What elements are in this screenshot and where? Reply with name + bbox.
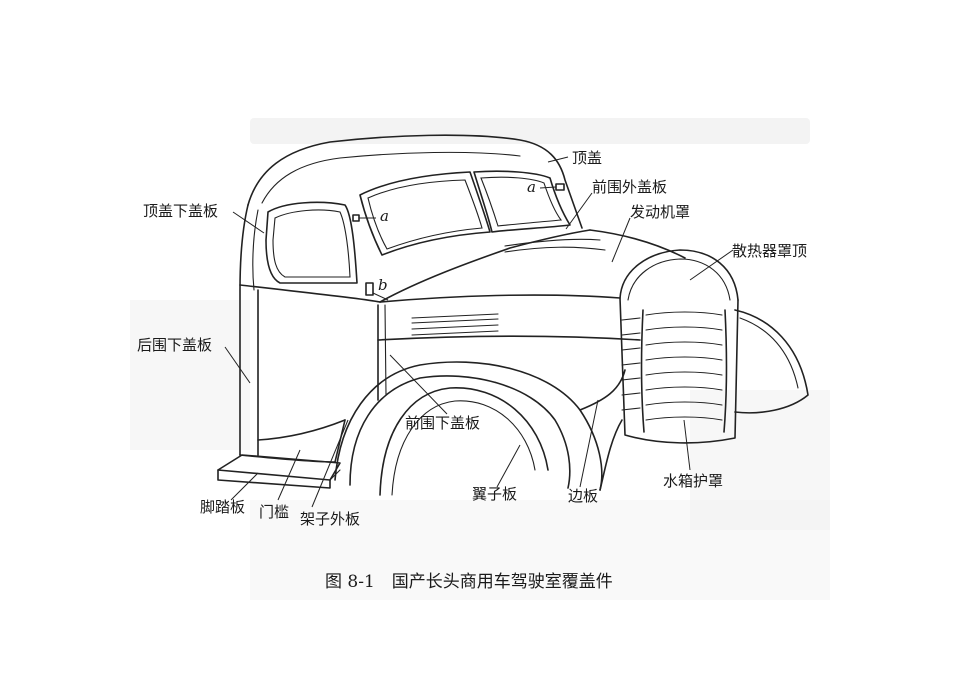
marker-a-door: a xyxy=(380,207,389,225)
marker-b-door-box xyxy=(365,282,374,296)
label-side-panel: 边板 xyxy=(568,487,598,505)
label-roof-lower-panel: 顶盖下盖板 xyxy=(143,202,218,220)
cab-body xyxy=(239,134,686,456)
label-front-lower-panel: 前围下盖板 xyxy=(405,414,480,432)
side-window xyxy=(265,201,358,284)
label-frame-outer-panel: 架子外板 xyxy=(300,510,360,528)
roof-outline xyxy=(247,134,583,229)
label-rear-lower-panel: 后围下盖板 xyxy=(137,336,212,354)
label-radiator-hood-top: 散热器罩顶 xyxy=(732,242,807,260)
leader-lines xyxy=(224,156,734,508)
label-door-sill: 门槛 xyxy=(259,503,289,521)
label-footboard: 脚踏板 xyxy=(200,498,245,516)
label-hood: 发动机罩 xyxy=(630,203,690,221)
label-front-outer-panel: 前围外盖板 xyxy=(592,178,667,196)
grille-bars xyxy=(640,309,728,433)
hood-louvres xyxy=(411,313,499,336)
lower-cab xyxy=(217,419,346,489)
labels: 顶盖 前围外盖板 发动机罩 散热器罩顶 顶盖下盖板 后围下盖板 前围下盖板 翼子… xyxy=(137,149,807,528)
footboard-shape xyxy=(217,454,341,481)
windshield-right xyxy=(473,170,571,233)
marker-a-top-box xyxy=(555,183,565,191)
windshield-left xyxy=(359,171,491,256)
label-radiator-grille: 水箱护罩 xyxy=(663,472,723,490)
marker-b-door: b xyxy=(378,276,388,294)
radiator-hood xyxy=(619,249,739,444)
near-fender xyxy=(334,361,626,496)
marker-a-top: a xyxy=(527,178,536,196)
figure-caption: 图 8-1 国产长头商用车驾驶室覆盖件 xyxy=(325,572,613,592)
marker-a-door-box xyxy=(352,214,360,222)
far-fender xyxy=(734,309,809,414)
markers: a a b xyxy=(352,178,565,301)
hood-outline xyxy=(589,229,686,259)
label-roof: 顶盖 xyxy=(572,149,602,167)
label-fender: 翼子板 xyxy=(472,485,517,503)
